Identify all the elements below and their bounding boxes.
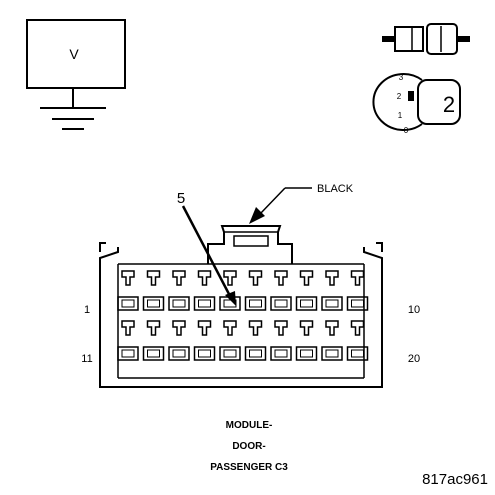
pin-cavity-2 <box>142 270 165 311</box>
pin-cavity-10 <box>346 270 369 311</box>
ignition-position-0: 0 <box>404 126 409 135</box>
pin-5-leader-arrowhead <box>225 291 236 306</box>
pin-cavity-19 <box>321 320 343 361</box>
pin-cavity-1 <box>117 270 139 311</box>
pin-cavity-3 <box>168 270 190 311</box>
black-leader-line-diagonal <box>259 187 286 215</box>
pin-label-1: 1 <box>84 304 90 316</box>
pin-label-11: 11 <box>81 353 92 365</box>
pin-cavity-5 <box>219 270 241 311</box>
black-leader-arrowhead <box>249 207 265 224</box>
ignition-selected-position: 2 <box>443 92 455 117</box>
ignition-position-3: 3 <box>399 73 404 82</box>
ignition-position-2: 2 <box>397 92 402 101</box>
connector-caption-line-3: PASSENGER C3 <box>210 462 288 473</box>
pin-5-leader-line <box>181 205 232 297</box>
connector-body <box>99 225 383 388</box>
pin-cavity-4 <box>193 270 216 311</box>
pin-cavity-8 <box>295 270 318 311</box>
pin-cavity-20 <box>346 320 369 361</box>
pin-cavities <box>117 270 369 361</box>
meter-symbol: V <box>69 46 79 62</box>
pin-cavity-6 <box>244 270 267 311</box>
highlighted-pin-label: 5 <box>177 190 185 207</box>
connector-caption-line-1: MODULE- <box>226 420 273 431</box>
pin-label-10: 10 <box>408 304 420 316</box>
pin-cavity-14 <box>193 320 216 361</box>
pin-cavity-17 <box>270 320 292 361</box>
pin-cavity-18 <box>295 320 318 361</box>
pin-cavity-11 <box>117 320 139 361</box>
connector-color-label: BLACK <box>317 183 354 195</box>
pin-cavity-7 <box>270 270 292 311</box>
pin-cavity-9 <box>321 270 343 311</box>
pin-cavity-12 <box>142 320 165 361</box>
voltmeter-icon <box>26 19 126 130</box>
figure-id: 817ac961 <box>422 471 488 488</box>
pin-cavity-15 <box>219 320 241 361</box>
ignition-key-icon <box>372 73 461 131</box>
pin-label-20: 20 <box>408 353 420 365</box>
ignition-position-1: 1 <box>398 111 403 120</box>
connector-caption-line-2: DOOR- <box>232 441 265 452</box>
pin-cavity-16 <box>244 320 267 361</box>
pin-cavity-13 <box>168 320 190 361</box>
disconnected-connector-icon <box>382 23 470 55</box>
